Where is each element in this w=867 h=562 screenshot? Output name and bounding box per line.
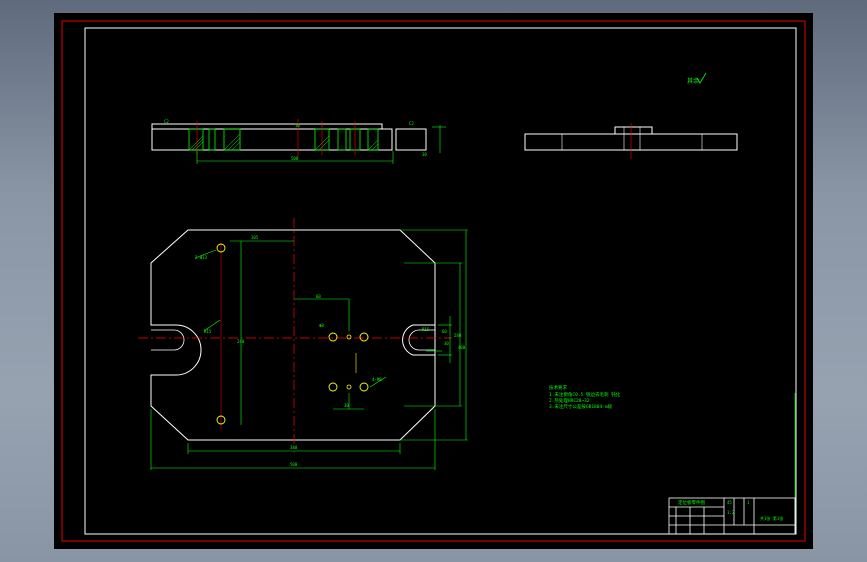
tech-req-heading: 技术要求 [549,384,567,391]
top-dimensions [150,229,468,470]
sheet-border [61,20,806,542]
dim-front-length: 500 [291,156,299,161]
dim-front-chamfer-right: C2 [409,121,414,126]
title-block [668,497,796,535]
hole-group-center [328,332,369,392]
title-block-count: 1 [747,500,750,505]
dim-right-mid2: 30 [444,341,449,346]
front-hatch-left [188,128,241,151]
dim-right-mid1: 60 [442,329,447,334]
drawing-frame [84,27,797,535]
front-view: 500 10 C2 C2 30 [151,119,446,164]
technical-requirements: 技术要求 1.未注倒角C0.5 锐边去毛刺 钝化 2.热处理HRC28~32 3… [549,384,621,410]
dim-right-outer: 400 [458,345,466,350]
side-view [524,123,738,159]
title-block-scale: 1:2 [727,510,735,515]
dim-right-inner: 280 [454,333,462,338]
cad-viewport[interactable]: 其余 500 10 C2 C2 [54,13,813,549]
tech-req-item-3: 3.未注尺寸公差按GB1804-m级 [549,403,613,410]
hole-top-left [216,243,226,253]
top-view: 105 2-Φ13 R15 240 60 R15 Φ8 4-M8 30 340 … [138,218,468,470]
title-block-material: 45 [727,500,732,505]
dim-hole-spacing: 30 [344,403,349,408]
dim-left-vertical: 240 [237,339,245,344]
dim-top-hole-x: 105 [251,235,259,240]
front-hatch-right [314,128,379,151]
dim-bottom-outer: 500 [290,462,298,467]
dim-center-x: 60 [316,294,321,299]
dim-center-hole: Φ8 [319,323,324,328]
dim-left-slot-radius: R15 [204,329,212,334]
dim-thread-holes: 4-M8 [372,377,382,382]
dim-right-slot-radius: R15 [422,327,430,332]
tech-req-item-1: 1.未注倒角C0.5 锐边去毛刺 钝化 [549,391,621,398]
cad-drawing: 其余 500 10 C2 C2 [61,20,806,542]
dim-top-hole-dia: 2-Φ13 [195,255,208,260]
hole-bottom-left [216,415,226,425]
title-block-sheet: 共1张 第1张 [760,515,783,521]
roughness-symbol: 其余 [687,72,707,85]
dim-bottom-inner: 340 [290,445,298,450]
tech-req-item-2: 2.热处理HRC28~32 [549,397,590,404]
title-block-title: 定位板零件图 [678,499,705,506]
dim-front-center: 10 [295,123,300,128]
roughness-note: 其余 [687,77,699,85]
dim-front-chamfer-left: C2 [164,119,169,124]
dim-front-height: 30 [422,152,427,157]
